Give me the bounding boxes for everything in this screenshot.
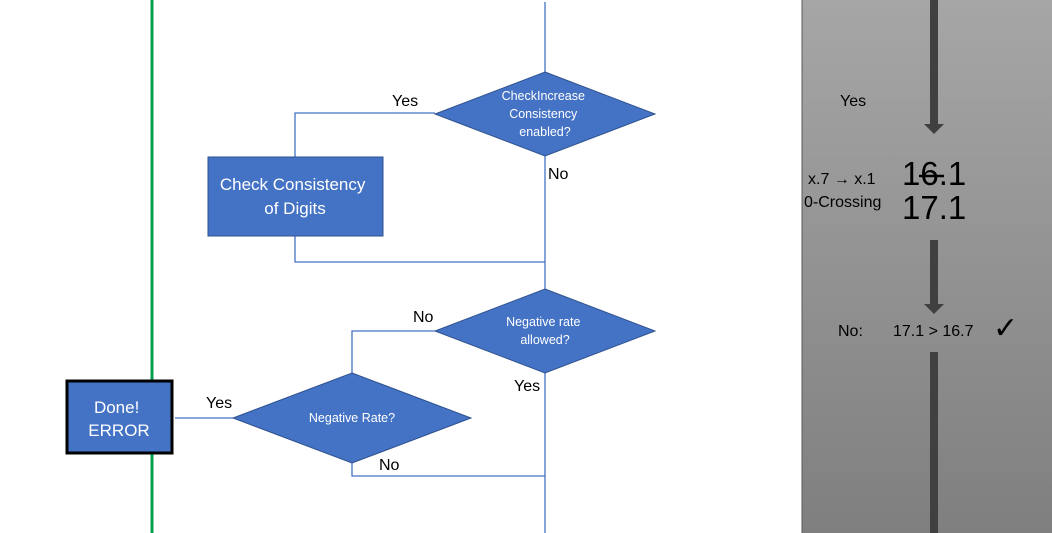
panel-zero-crossing-label: 0-Crossing — [804, 194, 881, 211]
check-consistency-process — [207, 156, 384, 237]
edge-label-negative-rate-yes: Yes — [206, 395, 232, 412]
panel-arrow-1-head — [924, 124, 944, 134]
done-error-terminal — [65, 379, 174, 455]
connector-negative-rate-no — [351, 463, 545, 477]
negative-rate-allowed-decision — [433, 288, 657, 374]
panel-yes-label: Yes — [840, 93, 866, 110]
check-increase-text: CheckIncrease Consistency enabled? — [502, 89, 589, 139]
edge-label-check-increase-yes: Yes — [392, 93, 418, 110]
edge-labels: Yes No No Yes Yes No — [206, 93, 569, 474]
edge-label-negative-allowed-yes: Yes — [514, 378, 540, 395]
negative-rate-text: Negative Rate? — [309, 411, 395, 425]
panel-arrow-2-shaft — [930, 240, 938, 304]
panel-check-mark: ✓ — [993, 312, 1018, 345]
negative-rate-allowed-text: Negative rate allowed? — [506, 315, 584, 347]
panel-arrow-1-shaft — [930, 0, 938, 124]
done-error-text: Done! ERROR — [88, 398, 149, 440]
connector-check-increase-yes — [294, 112, 435, 157]
panel-no-label: No: — [838, 323, 863, 340]
side-panel-background — [802, 0, 1052, 533]
panel-line-bottom — [930, 352, 938, 533]
panel-arrow-2-head — [924, 304, 944, 314]
connectors — [175, 2, 546, 533]
check-increase-decision — [433, 71, 657, 157]
panel-old-value: 16.1 — [902, 155, 966, 192]
panel-transition-label: x.7 → x.1 — [808, 171, 876, 188]
edge-label-negative-rate-no: No — [379, 457, 400, 474]
panel-new-value: 17.1 — [902, 189, 966, 226]
side-panel: Yes x.7 → x.1 0-Crossing 16.1 17.1 No: 1… — [801, 0, 1052, 533]
check-consistency-text: Check Consistency of Digits — [220, 175, 370, 218]
edge-label-negative-allowed-no: No — [413, 309, 434, 326]
edge-label-check-increase-no: No — [548, 166, 569, 183]
panel-comparison: 17.1 > 16.7 — [893, 323, 974, 340]
negative-rate-decision — [231, 372, 473, 464]
connector-check-consistency-out — [294, 236, 545, 263]
connector-negative-allowed-no — [351, 330, 435, 373]
